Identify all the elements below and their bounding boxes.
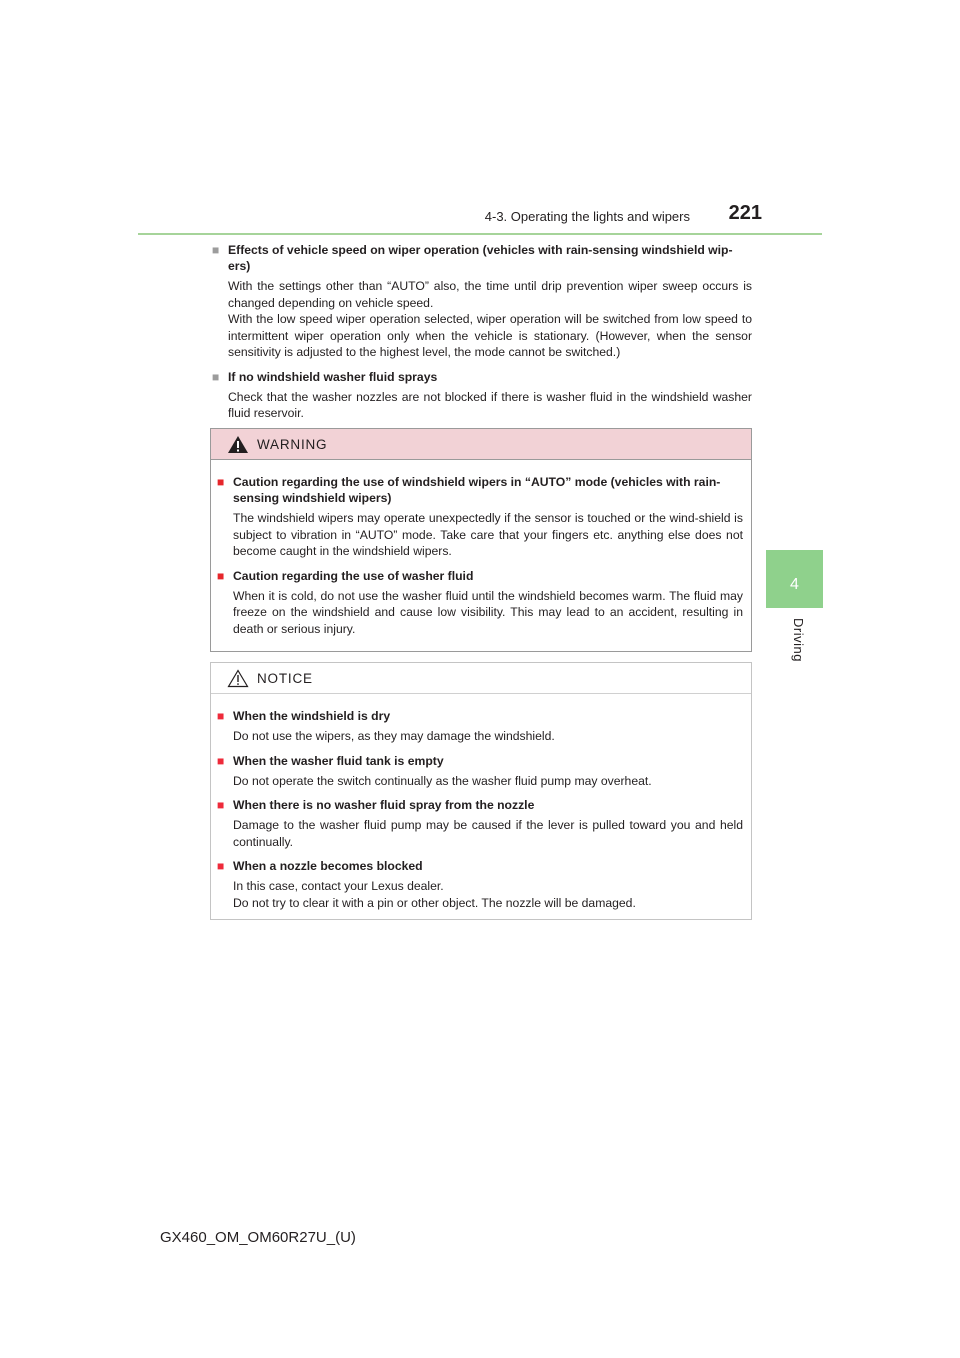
chapter-tab: 4	[766, 550, 823, 608]
warning-item-body: When it is cold, do not use the washer f…	[233, 588, 743, 636]
section-title: 4-3. Operating the lights and wipers	[484, 209, 690, 224]
document-code: GX460_OM_OM60R27U_(U)	[160, 1229, 356, 1246]
warning-item-heading: Caution regarding the use of washer flui…	[233, 568, 474, 583]
square-bullet-icon: ■	[217, 753, 225, 768]
notice-header: NOTICE	[211, 663, 751, 694]
page-header: 4-3. Operating the lights and wipers 221	[0, 0, 960, 240]
warning-triangle-icon	[228, 435, 248, 453]
chapter-number: 4	[790, 576, 799, 593]
notice-item-body: Damage to the washer fluid pump may be c…	[233, 818, 743, 849]
square-bullet-icon: ■	[217, 859, 225, 873]
notice-item-body: Do not try to clear it with a pin or oth…	[233, 895, 636, 910]
square-bullet-icon: ■	[217, 568, 225, 583]
notice-item-heading: When a nozzle becomes blocked	[233, 859, 423, 873]
notice-item-body: Do not use the wipers, as they may damag…	[233, 729, 555, 743]
warning-item: ■ Caution regarding the use of windshield…	[211, 474, 743, 560]
notice-triangle-icon	[227, 668, 249, 687]
topic-paragraph: Check that the washer nozzles are not bl…	[228, 389, 752, 421]
square-bullet-icon: ■	[217, 709, 225, 723]
topic-heading: Effects of vehicle speed on wiper operat…	[228, 243, 733, 273]
notice-item-heading: When there is no washer fluid spray from…	[233, 798, 535, 812]
page-number: 221	[728, 202, 762, 224]
warning-box: WARNING ■ Caution regarding the use of wi…	[210, 428, 752, 652]
warning-item-body: The windshield wipers may operate unexpe…	[233, 511, 743, 558]
topic-washer-fluid: ■ If no windshield washer fluid sprays Ch…	[212, 369, 752, 422]
notice-item: ■ When a nozzle becomes blocked In this c…	[211, 858, 743, 911]
header-divider	[138, 233, 822, 235]
chapter-label: Driving	[791, 618, 806, 662]
square-bullet-icon: ■	[212, 369, 220, 384]
warning-item-heading: Caution regarding the use of windshield …	[233, 475, 721, 505]
topic-paragraph: With the settings other than “AUTO” also…	[228, 279, 752, 310]
warning-title: WARNING	[257, 436, 328, 452]
square-bullet-icon: ■	[217, 798, 225, 812]
topic-paragraph: With the low speed wiper operation selec…	[228, 312, 752, 359]
topic-vehicle-speed: ■ Effects of vehicle speed on wiper opera…	[212, 242, 752, 361]
topic-heading: If no windshield washer fluid sprays	[228, 369, 438, 384]
notice-item-body: In this case, contact your Lexus dealer.	[233, 879, 444, 893]
notice-item-body: Do not operate the switch continually as…	[233, 773, 652, 788]
notice-item: ■ When the washer fluid tank is empty Do …	[211, 753, 743, 790]
square-bullet-icon: ■	[212, 243, 220, 257]
square-bullet-icon: ■	[217, 475, 225, 489]
notice-title: NOTICE	[257, 670, 313, 686]
notice-item-heading: When the washer fluid tank is empty	[233, 753, 444, 768]
notice-item: ■ When there is no washer fluid spray fro…	[211, 797, 743, 850]
main-content: ■ Effects of vehicle speed on wiper opera…	[212, 242, 752, 430]
warning-header: WARNING	[211, 429, 751, 460]
notice-item: ■ When the windshield is dry Do not use t…	[211, 708, 743, 745]
notice-box: NOTICE ■ When the windshield is dry Do no…	[210, 662, 752, 920]
warning-item: ■ Caution regarding the use of washer flu…	[211, 568, 743, 638]
notice-item-heading: When the windshield is dry	[233, 709, 391, 723]
